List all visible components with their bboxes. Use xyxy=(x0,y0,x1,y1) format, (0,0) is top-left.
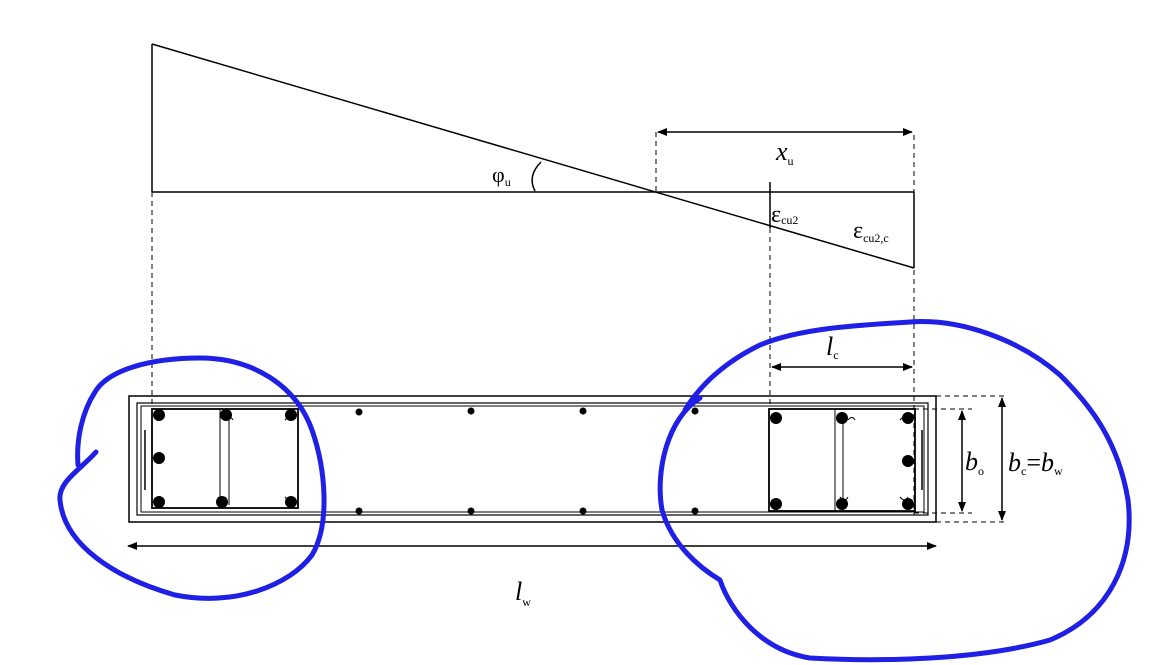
rebar-small xyxy=(355,507,363,515)
rebar-large xyxy=(836,412,848,424)
phi-u-label: φu xyxy=(492,162,511,189)
strain-profile-line xyxy=(151,43,915,269)
wall-inner-outline xyxy=(136,402,929,516)
rebar-large xyxy=(902,412,914,424)
left-boundary-hoop xyxy=(151,408,299,509)
rebar-large xyxy=(285,496,297,508)
rebar-small xyxy=(355,408,363,416)
rebar-large xyxy=(153,452,165,464)
rebar-large xyxy=(216,496,228,508)
wall-cross-section xyxy=(128,395,937,523)
rebar-small xyxy=(579,507,587,515)
right-annotation-circle xyxy=(657,319,1132,663)
rebar-small xyxy=(579,407,587,415)
rebar-large xyxy=(902,498,914,510)
hand-drawn-annotations xyxy=(57,319,1132,663)
rebar-small xyxy=(691,407,699,415)
rebar-small xyxy=(467,507,475,515)
eps-cu2-label: εcu2 xyxy=(771,202,798,228)
rebar-large xyxy=(153,496,165,508)
strain-diagram xyxy=(151,43,915,269)
rebar-large xyxy=(770,498,782,510)
xu-label: xu xyxy=(775,137,794,168)
rebar-large xyxy=(770,412,782,424)
rebar-large xyxy=(153,409,165,421)
rebar-large xyxy=(902,455,914,467)
curvature-angle-arc xyxy=(531,161,542,192)
lc-label: lc xyxy=(826,332,839,362)
wall-outer-outline xyxy=(128,395,937,523)
right-hook-mark xyxy=(839,416,909,501)
rebar-group xyxy=(153,407,914,515)
left-annotation-circle xyxy=(57,355,327,601)
rebar-small xyxy=(467,407,475,415)
rebar-large xyxy=(836,498,848,510)
lw-label: lw xyxy=(515,577,531,609)
eps-cu2c-label: εcu2,c xyxy=(853,218,889,245)
projection-lines xyxy=(151,132,1004,523)
rebar-large xyxy=(220,409,232,421)
rebar-small xyxy=(691,507,699,515)
bo-label: bo xyxy=(965,447,984,478)
rebar-large xyxy=(285,409,297,421)
right-boundary-hoop xyxy=(768,408,916,512)
diagram-labels: φu xu εcu2 εcu2,c lc bo bc=bw lw xyxy=(492,137,1063,609)
dimension-arrows xyxy=(127,128,1006,550)
wall-hoop-outline xyxy=(140,405,925,513)
bc-bw-label: bc=bw xyxy=(1008,448,1063,478)
